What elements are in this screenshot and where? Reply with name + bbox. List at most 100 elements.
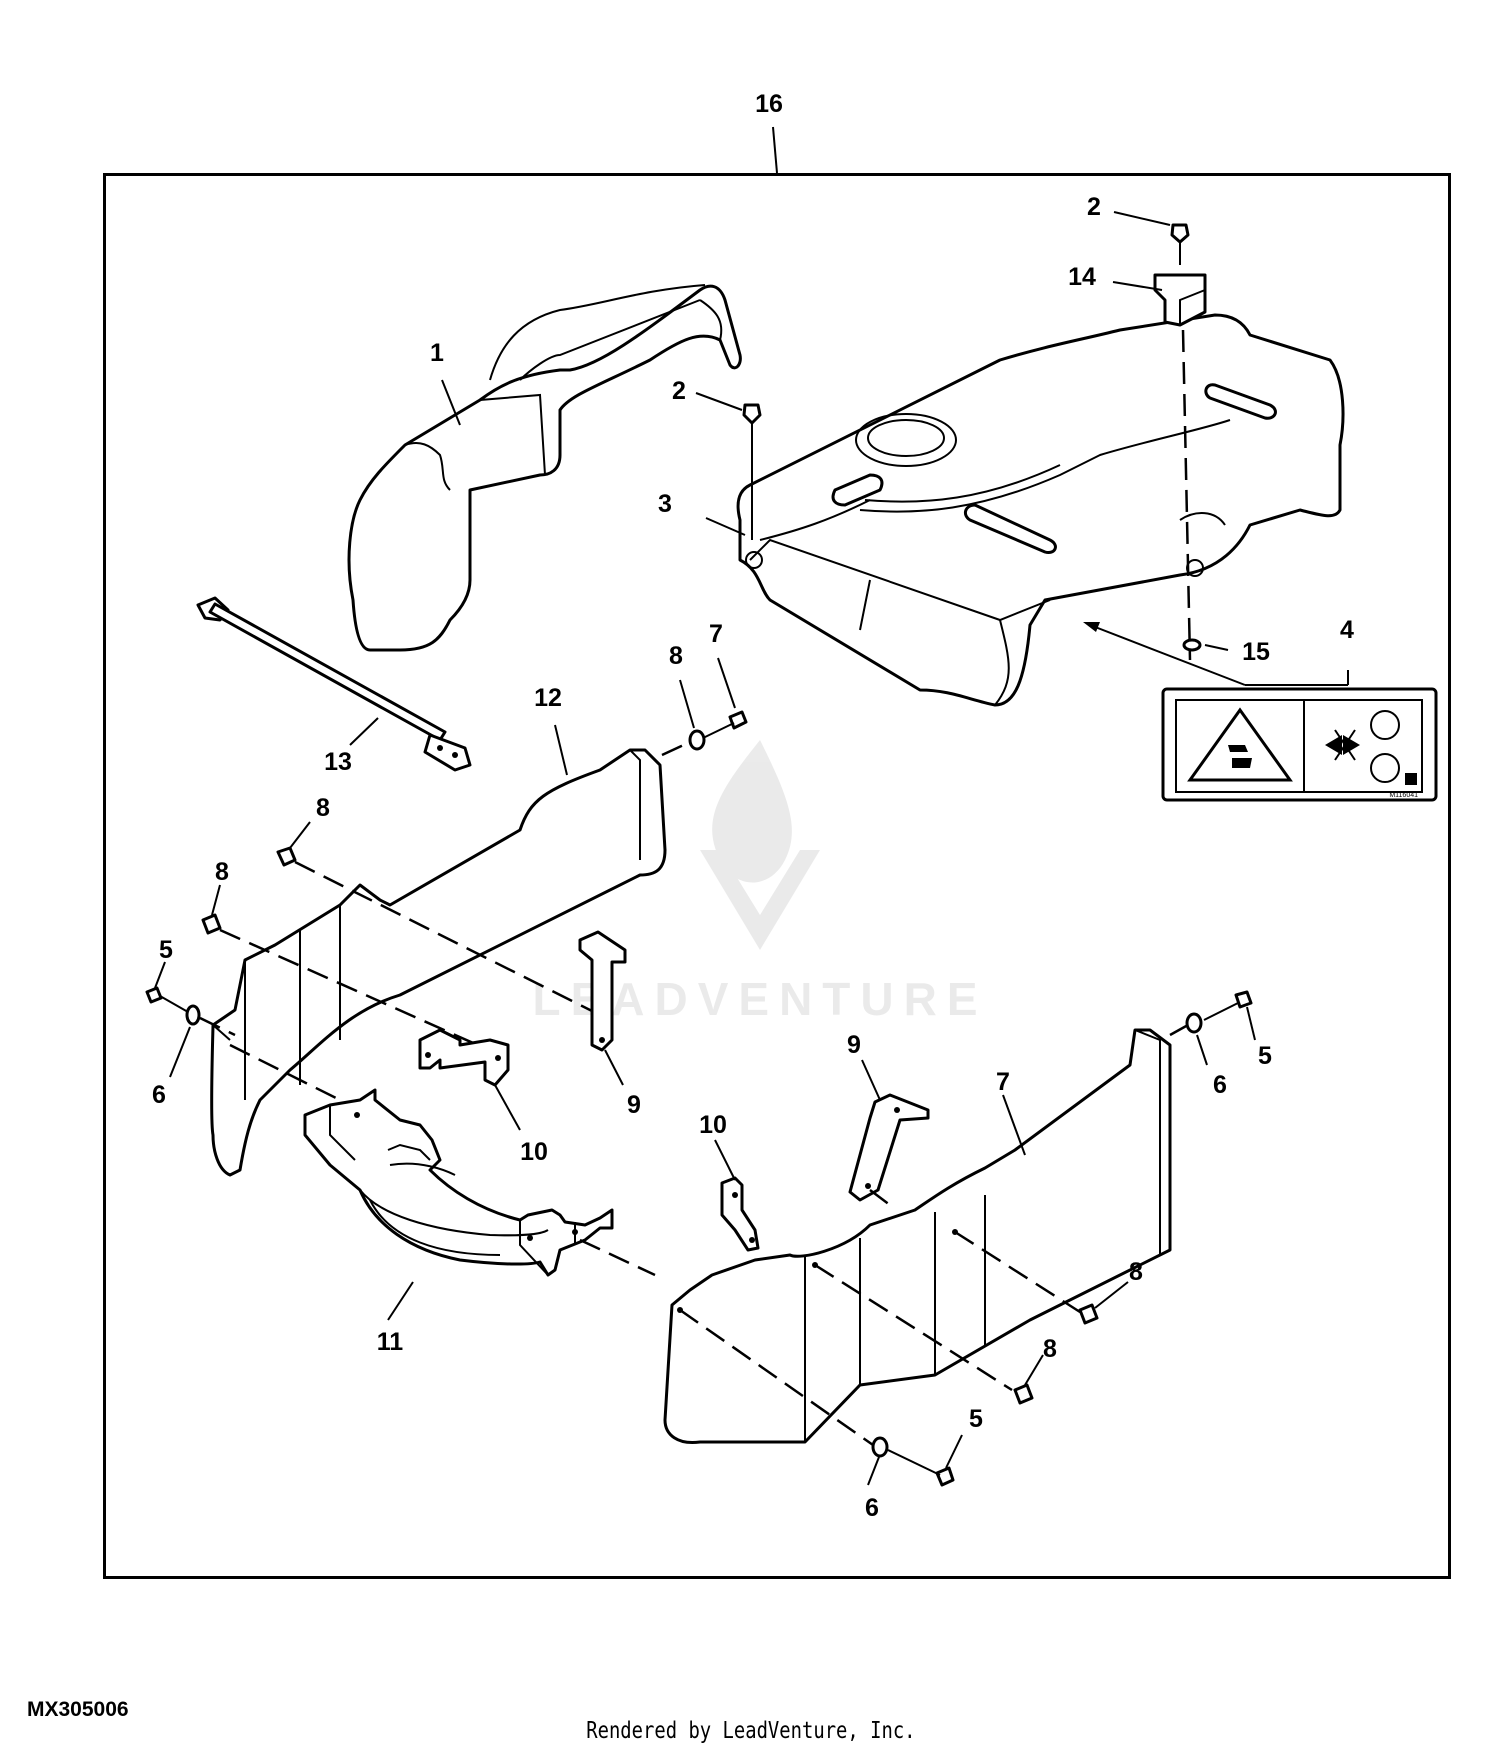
callout-14: 14 [1068,263,1096,291]
callout-3: 3 [658,490,672,518]
callout-9-a: 9 [627,1091,641,1119]
leader-7-b [1002,1094,1026,1156]
callout-8-d: 8 [1129,1258,1143,1286]
part-9-bracket-a [578,930,627,1052]
leader-8-e [1024,1354,1044,1386]
part-6-washer-b [1185,1012,1203,1034]
callout-1: 1 [430,339,444,367]
axis-11 [579,1238,656,1277]
leader-8-b [289,821,311,849]
part-2-bolt-mid [742,403,762,540]
axis-8-b [294,860,601,1017]
part-8-bolt-b [276,846,297,867]
leader-2-top [1113,211,1171,226]
bolt-axis-14 [1181,329,1192,661]
part-13-rod [196,596,472,772]
callout-11: 11 [377,1328,404,1356]
axis-8-e [814,1263,1013,1392]
callout-16: 16 [755,90,783,118]
callout-7-b: 7 [996,1068,1010,1096]
part-1-belt-shield [347,284,742,652]
axis-6-a [199,1016,236,1037]
axis-6-b [1169,1023,1189,1037]
callout-15: 15 [1242,638,1270,666]
part-5-bolt-b [1203,990,1253,1021]
part-7-bolt-a [702,710,748,739]
callout-12: 12 [534,684,562,712]
callout-8-b: 8 [316,794,330,822]
part-8-bolt-d [1078,1303,1099,1325]
leader-3 [705,517,746,536]
axis-6-a-b [229,1043,341,1102]
part-9-bracket-b [848,1093,930,1202]
axis-5-c [679,1308,874,1447]
axis-8-d [954,1230,1081,1314]
leader-13 [349,717,379,746]
arrow-head [1083,622,1100,632]
part-8-washer-a [688,729,706,751]
diagram-frame [103,173,1451,1579]
callout-4: 4 [1340,616,1354,644]
leader-1 [441,379,461,426]
leader-12 [554,724,568,776]
leader-16 [772,126,778,174]
callout-13: 13 [324,748,352,776]
leader-15 [1204,644,1229,651]
leader-9-a [604,1049,624,1086]
leader-11 [387,1281,414,1321]
leader-14 [1112,281,1163,291]
part-5-bolt-a [145,986,189,1013]
leader-8-c [211,884,221,916]
callout-6-c: 6 [865,1494,879,1522]
leader-8-a [679,679,695,729]
part-6-washer-a [185,1004,201,1026]
part-4-safety-decal: M116041 [1161,687,1438,802]
part-14-bracket [1153,273,1207,327]
leader-5-b [1246,1006,1256,1041]
part-5-bolt-c [887,1449,955,1487]
decal-code: M116041 [1389,792,1418,799]
part-8-bolt-c [201,913,222,935]
part-15-nut [1182,638,1202,652]
part-10-bracket-b [720,1176,760,1252]
callout-5-a: 5 [159,936,173,964]
part-8-bolt-e [1013,1383,1034,1405]
leader-6-b [1196,1034,1208,1066]
axis-9-b [869,1189,891,1206]
leader-4-arrow [1089,624,1246,686]
callout-9-b: 9 [847,1031,861,1059]
part-11-chute-base [303,1088,614,1277]
callout-2-top: 2 [1087,193,1101,221]
figure-id: MX305006 [27,1698,129,1721]
callout-6-a: 6 [152,1081,166,1109]
callout-10-a: 10 [520,1138,548,1166]
leader-10-b [714,1139,736,1181]
pinch-point-icon [1325,735,1360,755]
footer-credit: Rendered by LeadVenture, Inc. [586,1718,916,1744]
leader-5-a [154,961,166,989]
callout-2-mid: 2 [672,377,686,405]
axis-8-c [219,928,501,1057]
callout-5-b: 5 [1258,1042,1272,1070]
part-12-chute-panel [210,748,667,1177]
warning-triangle-icon [1187,707,1293,782]
callout-8-a: 8 [669,642,683,670]
callout-8-e: 8 [1043,1335,1057,1363]
leader-2-mid [695,392,743,411]
part-3-deck-cover [736,313,1345,707]
leader-6-a [169,1026,191,1078]
callout-10-b: 10 [699,1111,727,1139]
axis-7-a [661,740,691,757]
callout-6-b: 6 [1213,1071,1227,1099]
part-2-bolt-top [1170,223,1190,265]
leader-6-c [867,1456,880,1486]
callout-7-a: 7 [709,620,723,648]
callout-5-c: 5 [969,1405,983,1433]
leader-5-c [945,1434,963,1469]
part-6-washer-c [871,1436,889,1458]
leader-7-a [717,657,736,709]
leader-10-a [494,1084,521,1131]
leader-8-d [1094,1281,1129,1309]
leader-9-b [861,1059,881,1101]
